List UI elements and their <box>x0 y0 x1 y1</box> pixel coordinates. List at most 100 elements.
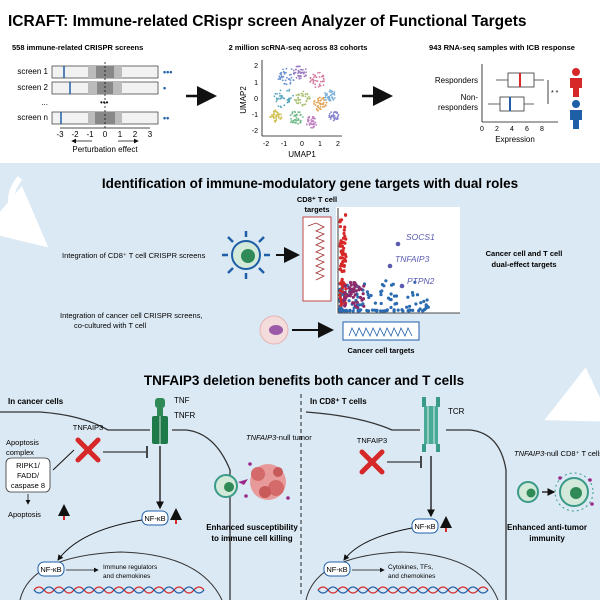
scatter-point <box>354 289 358 293</box>
umap-point <box>304 93 307 96</box>
umap-point <box>315 108 318 110</box>
t-cell-icon <box>222 231 270 279</box>
umap-point <box>304 95 307 98</box>
scatter-point <box>354 283 358 287</box>
umap-point <box>313 125 315 128</box>
umap-point <box>309 122 312 124</box>
apoptosis-label: Apoptosis <box>8 510 41 519</box>
svg-text:2: 2 <box>336 141 340 148</box>
umap-point <box>313 102 315 105</box>
scatter-point <box>347 286 351 290</box>
context-label: In cancer cells <box>8 397 64 406</box>
umap-point <box>322 101 325 104</box>
umap-point <box>288 100 290 103</box>
umap-point <box>294 111 296 114</box>
scatter-point <box>342 269 346 273</box>
umap-point <box>290 97 292 99</box>
umap-point <box>311 126 314 129</box>
umap-point <box>277 115 280 118</box>
scatter-point <box>349 292 353 296</box>
scatter-point <box>349 283 353 287</box>
scatter-point <box>338 225 342 229</box>
gene-label: SOCS1 <box>406 232 435 242</box>
umap-point <box>273 95 276 98</box>
dual-effect-label: dual-effect targets <box>491 260 556 269</box>
tick-label: -1 <box>86 130 94 139</box>
umap-point <box>319 107 321 110</box>
umap-point <box>289 121 292 123</box>
umap-point <box>280 113 282 116</box>
svg-text:•••: ••• <box>100 98 109 107</box>
scatter-point <box>353 293 357 297</box>
umap-point <box>284 79 287 82</box>
umap-point <box>280 95 282 97</box>
scatter-point <box>408 304 412 308</box>
scatter-point <box>419 301 423 305</box>
dna-icon <box>317 586 489 594</box>
scatter-point <box>407 308 411 312</box>
umap-point <box>288 97 290 100</box>
scatter-point <box>347 299 351 303</box>
umap-point <box>299 101 302 104</box>
svg-text:NF-κB: NF-κB <box>144 514 165 523</box>
scatter-point <box>422 299 426 303</box>
killing-illustration-icon <box>214 462 290 500</box>
umap-point <box>299 121 302 124</box>
nfkb-pill <box>37 561 65 577</box>
umap-point <box>297 122 299 125</box>
umap-xlabel: UMAP1 <box>288 150 316 159</box>
umap-point <box>302 116 304 118</box>
scatter-point <box>362 304 366 308</box>
scatter-point <box>342 228 346 232</box>
umap-point <box>310 123 313 126</box>
umap-point <box>312 73 315 76</box>
outcome-label: Enhanced susceptibility <box>206 523 298 532</box>
umap-point <box>285 71 287 74</box>
umap-point <box>322 77 325 80</box>
umap-point <box>302 68 304 71</box>
umap-point <box>295 117 298 119</box>
umap-point <box>305 71 307 74</box>
scatter-point <box>340 277 344 281</box>
umap-point <box>300 72 303 74</box>
umap-point <box>271 113 273 116</box>
umap-point <box>315 124 318 126</box>
scatter-point <box>348 308 352 312</box>
svg-text:2: 2 <box>495 126 499 133</box>
svg-text:RIPK1/: RIPK1/ <box>16 461 41 470</box>
scatter-point <box>345 309 349 313</box>
scatter-point <box>384 279 388 283</box>
umap-plot: 2 1 0 -1 -2 -2 -1 0 1 2 UMAP1 UMAP2 <box>239 60 342 159</box>
umap-point <box>330 115 333 118</box>
umap-point <box>299 77 302 80</box>
umap-point <box>309 80 312 83</box>
umap-point <box>329 99 332 102</box>
umap-point <box>275 119 278 122</box>
scatter-point <box>343 284 348 288</box>
gene-label: PTPN2 <box>407 276 435 286</box>
gene-point <box>387 263 393 269</box>
umap-point <box>269 115 271 118</box>
umap-point <box>284 82 286 85</box>
umap-point <box>276 98 278 101</box>
scatter-point <box>385 309 389 313</box>
umap-point <box>290 73 292 76</box>
umap-point <box>293 98 296 101</box>
umap-point <box>305 100 308 102</box>
scatter-point <box>342 246 346 250</box>
umap-point <box>317 85 320 88</box>
scatter-point <box>396 308 400 312</box>
umap-point <box>305 123 308 126</box>
umap-point <box>325 104 327 107</box>
umap-label: 2 million scRNA-seq across 83 cohorts <box>229 43 368 52</box>
umap-point <box>287 98 290 101</box>
umap-point <box>272 110 275 113</box>
nucleus-membrane <box>19 551 223 600</box>
umap-point <box>319 103 322 105</box>
row-label: ... <box>41 98 48 107</box>
boxplot: Responders Non- responders * * 0 2 4 6 8… <box>435 64 582 144</box>
umap-point <box>295 101 298 104</box>
umap-point <box>324 92 326 94</box>
tcr-label: TCR <box>448 407 465 416</box>
scatter-point <box>392 294 397 298</box>
